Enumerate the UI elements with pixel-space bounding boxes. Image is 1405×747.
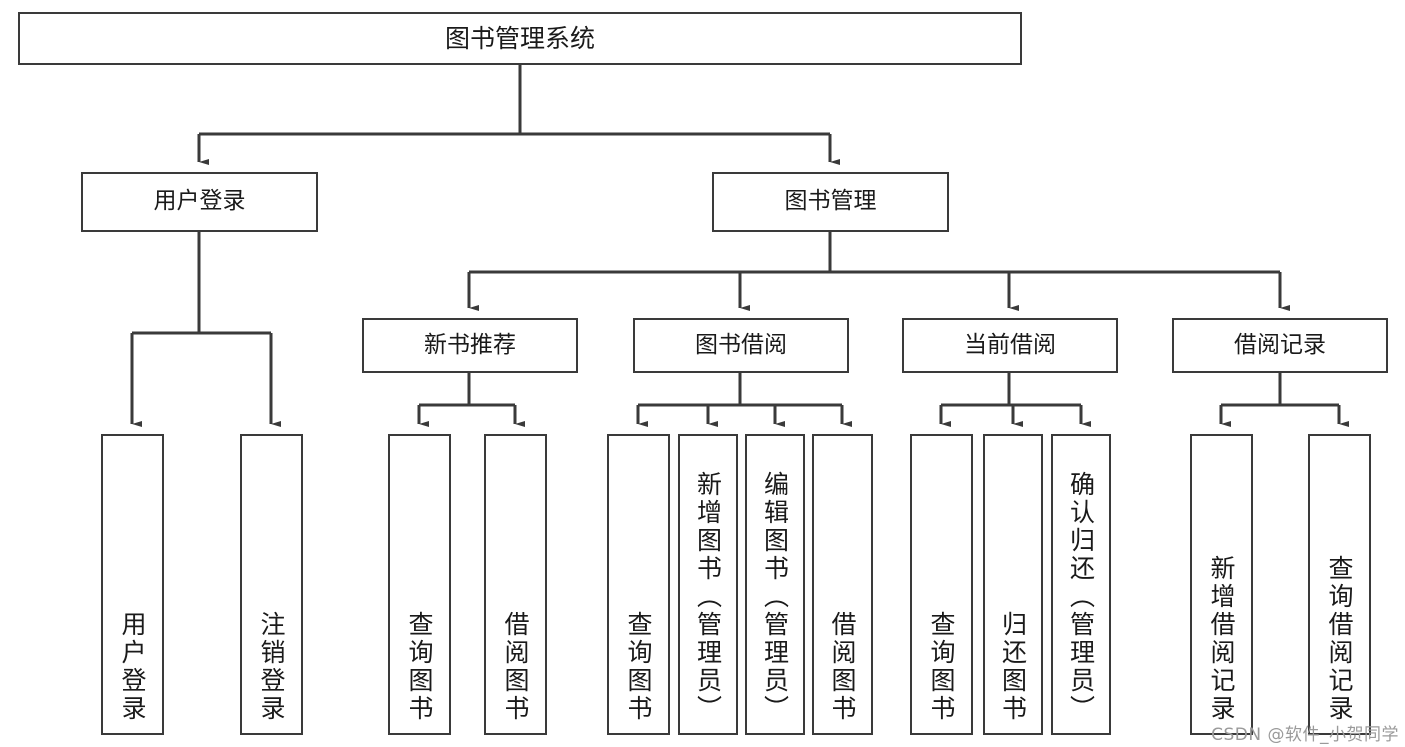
leaf-node[interactable]: 借阅图书 [484, 434, 547, 735]
node-book-borrow-label: 图书借阅 [695, 331, 787, 358]
node-borrow-record-label: 借阅记录 [1234, 331, 1326, 358]
leaf-node[interactable]: 新增借阅记录 [1190, 434, 1253, 735]
leaf-node[interactable]: 查询图书 [910, 434, 973, 735]
leaf-node[interactable]: 编辑图书（管理员） [745, 434, 805, 735]
node-root-label: 图书管理系统 [444, 23, 595, 53]
leaf-node[interactable]: 归还图书 [983, 434, 1043, 735]
leaf-node[interactable]: 确认归还（管理员） [1051, 434, 1111, 735]
node-book-borrow[interactable]: 图书借阅 [633, 318, 849, 373]
leaf-node-label: 归还图书 [998, 611, 1028, 723]
node-new-book-recommend[interactable]: 新书推荐 [362, 318, 578, 373]
node-root-book-management-system[interactable]: 图书管理系统 [18, 12, 1022, 65]
leaf-node-label: 查询图书 [624, 611, 653, 723]
leaf-node-label: 编辑图书（管理员） [760, 471, 790, 723]
leaf-node[interactable]: 用户登录 [101, 434, 164, 735]
leaf-node-label: 查询图书 [405, 611, 434, 723]
leaf-node[interactable]: 查询图书 [607, 434, 670, 735]
node-user-login[interactable]: 用户登录 [81, 172, 318, 232]
leaf-node-label: 注销登录 [257, 611, 286, 723]
leaf-node-label: 确认归还（管理员） [1066, 471, 1096, 723]
leaf-node-label: 新增借阅记录 [1207, 555, 1236, 723]
leaf-node-label: 查询借阅记录 [1325, 555, 1354, 723]
leaf-node-label: 新增图书（管理员） [693, 471, 723, 723]
csdn-watermark: CSDN @软件_小贺同学 [1211, 725, 1399, 745]
node-current-borrow-label: 当前借阅 [964, 331, 1056, 358]
leaf-node-label: 查询图书 [927, 611, 956, 723]
leaf-node[interactable]: 查询图书 [388, 434, 451, 735]
leaf-node-label: 借阅图书 [501, 611, 530, 723]
node-user-login-label: 用户登录 [153, 188, 246, 215]
leaf-node[interactable]: 新增图书（管理员） [678, 434, 738, 735]
leaf-node[interactable]: 注销登录 [240, 434, 303, 735]
node-book-management-label: 图书管理 [784, 188, 877, 215]
leaf-node-label: 借阅图书 [828, 611, 857, 723]
leaf-node-label: 用户登录 [118, 611, 147, 723]
node-borrow-record[interactable]: 借阅记录 [1172, 318, 1388, 373]
node-book-management[interactable]: 图书管理 [712, 172, 949, 232]
node-current-borrow[interactable]: 当前借阅 [902, 318, 1118, 373]
leaf-node[interactable]: 借阅图书 [812, 434, 873, 735]
node-new-book-recommend-label: 新书推荐 [424, 331, 516, 358]
leaf-node[interactable]: 查询借阅记录 [1308, 434, 1371, 735]
